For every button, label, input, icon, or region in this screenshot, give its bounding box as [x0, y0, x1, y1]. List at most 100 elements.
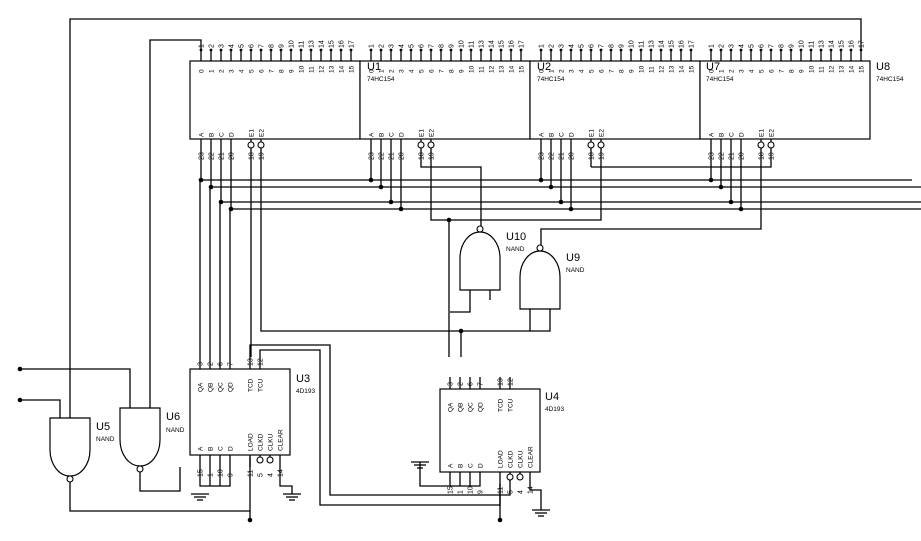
pin-end [479, 48, 483, 52]
pin-number: 1 [369, 44, 376, 48]
pin-end [839, 48, 843, 52]
pin-label: 5 [419, 69, 426, 73]
inversion-bubble [136, 465, 144, 473]
u8-type: 74HC154 [876, 76, 904, 83]
junction [548, 184, 554, 190]
pin-number: 15 [198, 469, 205, 477]
pin-label: C [218, 446, 225, 451]
counter-body [439, 388, 541, 473]
pin-label: 14 [509, 65, 516, 73]
inversion-bubble [256, 456, 264, 464]
inversion-bubble [597, 141, 605, 149]
pin-number: 11 [299, 41, 306, 48]
pin-end [519, 48, 523, 52]
pin-label: QA [448, 402, 455, 412]
pin-number: 12 [258, 358, 265, 366]
pin-number: 4 [569, 44, 576, 48]
pin-number: 11 [639, 41, 646, 48]
pin-end [799, 48, 803, 52]
pin-end [549, 48, 553, 52]
pin-number: 3 [729, 44, 736, 48]
pin-label: 9 [289, 69, 296, 73]
wires [17, 18, 921, 523]
pin-label: 5 [589, 69, 596, 73]
pin-label: QC [218, 382, 225, 392]
pin-end [509, 48, 513, 52]
junction [228, 206, 234, 212]
pin-label: TCD [248, 378, 255, 392]
pin-label: 0 [369, 69, 376, 73]
pin-number: 4 [229, 44, 236, 48]
pin-number: 21 [559, 152, 566, 160]
pin-end [679, 48, 683, 52]
pin-label: 1 [549, 69, 556, 73]
pin-end [199, 48, 203, 52]
pin-label: B [549, 133, 556, 137]
pin-end [489, 48, 493, 52]
pin-label: 15 [689, 65, 696, 73]
pin-number: 9 [279, 44, 286, 48]
pin-end [689, 48, 693, 52]
pin-number: 4 [268, 473, 275, 477]
pin-number: 10 [459, 40, 466, 48]
pin-label: B [208, 447, 215, 451]
pin-number: 8 [269, 44, 276, 48]
pin-end [789, 48, 793, 52]
pin-label: 4 [579, 69, 586, 73]
pin-label: 4 [239, 69, 246, 73]
pin-label: B [719, 133, 726, 137]
pin-label: E2 [599, 129, 606, 137]
junction [388, 199, 394, 205]
inversion-bubble [257, 141, 265, 149]
pin-number: 7 [429, 44, 436, 48]
pin-number: 20 [569, 152, 576, 160]
pin-end [499, 48, 503, 52]
junction [17, 397, 23, 403]
pin-label: 7 [439, 69, 446, 73]
u9-ref: U9 [566, 252, 580, 264]
pin-number: 16 [849, 40, 856, 48]
decoder-u1: 1021324354657687981091110131114121513161… [189, 40, 361, 160]
pin-label: 11 [309, 66, 316, 73]
pin-number: 1 [199, 44, 206, 48]
inversion-bubble [266, 456, 274, 464]
pin-number: 19 [599, 152, 606, 160]
pin-end [579, 48, 583, 52]
pin-number: 8 [609, 44, 616, 48]
u7-ref: U7 [706, 61, 720, 73]
counter-u3: 3QA2QB6QC7QD13TCD12TCUA15B1C10D9LOAD11CL… [189, 357, 291, 477]
pin-number: 7 [228, 362, 235, 366]
pin-number: 7 [478, 382, 485, 386]
pin-label: C [219, 132, 226, 137]
pin-number: 23 [539, 152, 546, 160]
decoder-u8: 1021324354657687981091110131114121513161… [699, 40, 871, 160]
counter-body [189, 368, 291, 456]
pin-label: 15 [859, 65, 866, 73]
pin-number: 2 [549, 44, 556, 48]
pin-label: 2 [219, 69, 226, 73]
pin-number: 12 [508, 378, 515, 386]
pin-label: 9 [459, 69, 466, 73]
pin-number: 3 [198, 362, 205, 366]
pin-end [829, 48, 833, 52]
pin-label: 12 [319, 65, 326, 73]
pin-label: 0 [539, 69, 546, 73]
u7-type: 74HC154 [706, 76, 734, 83]
pin-label: CLKU [268, 433, 275, 451]
pin-number: 20 [739, 152, 746, 160]
pin-number: 21 [729, 152, 736, 160]
pin-label: 0 [709, 69, 716, 73]
pin-end [739, 48, 743, 52]
pin-number: 10 [468, 486, 475, 494]
pin-end [609, 48, 613, 52]
pin-number: 11 [809, 41, 816, 48]
pin-number: 21 [389, 152, 396, 160]
pin-number: 10 [799, 40, 806, 48]
inversion-bubble [516, 473, 524, 481]
pin-number: 19 [769, 152, 776, 160]
u9-type: NAND [566, 267, 585, 274]
pin-label: TCD [498, 398, 505, 412]
wire-input-b [20, 399, 61, 418]
pin-label: E2 [429, 129, 436, 137]
pin-label: C [468, 463, 475, 468]
